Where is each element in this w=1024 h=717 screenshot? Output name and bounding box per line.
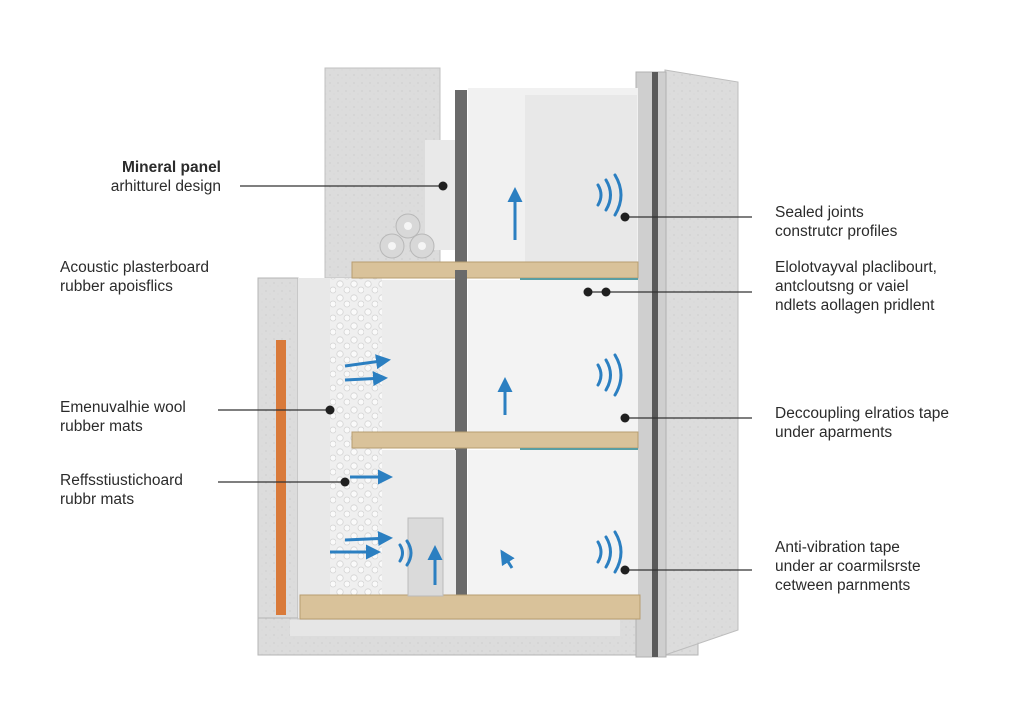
label-decoupling-tape: Deccoupling elratios tape under aparment… [775, 404, 949, 442]
label-line: arhitturel design [110, 178, 221, 195]
label-line: Acoustic plasterboard [60, 259, 210, 276]
label-line: Elolotvayval placlibourt, [775, 259, 937, 276]
right-outer-wall [635, 69, 739, 658]
middle-rooms [382, 270, 638, 610]
label-anti-vibration-tape: Anti-vibration tape under ar coarmilsrst… [775, 538, 921, 595]
mineral-wool-rolls-icon [379, 213, 435, 259]
label-line: Mineral panel [121, 159, 221, 176]
label-line: construtcr profiles [775, 223, 898, 240]
sound-wave-icons [398, 173, 623, 574]
leader-lines [218, 185, 752, 571]
lower-rooms [299, 450, 641, 620]
label-plasterboard-gradient: Elolotvayval placlibourt, antcloutsng or… [775, 258, 937, 315]
label-line: Reffsstiustichoard [60, 472, 183, 489]
sound-flow-arrows [330, 187, 523, 585]
label-reflective-board: Reffsstiustichoard rubbr mats [60, 471, 183, 509]
label-line: Sealed joints [775, 204, 864, 221]
label-mineral-panel: Mineral panel arhitturel design [78, 158, 221, 196]
leader-dots [325, 181, 630, 575]
label-line: Deccoupling elratios tape [775, 405, 950, 422]
label-line: under ar coarmilsrste [775, 558, 921, 575]
label-line: rubbr mats [60, 491, 135, 508]
upper-room [455, 88, 638, 270]
label-line: Anti-vibration tape [775, 539, 900, 556]
label-line: under aparments [775, 424, 893, 441]
label-line: Emenuvalhie wool [60, 399, 186, 416]
label-line: rubber mats [60, 418, 143, 435]
label-acoustic-plasterboard: Acoustic plasterboard rubber apoisflics [60, 258, 209, 296]
base-slab [257, 614, 699, 656]
label-wool-mats: Emenuvalhie wool rubber mats [60, 398, 186, 436]
label-line: ndlets aollagen pridlent [775, 297, 935, 314]
label-line: antcloutsng or vaiel [775, 278, 909, 295]
label-line: cetween parnments [775, 577, 911, 594]
label-sealed-joints: Sealed joints construtcr profiles [775, 203, 897, 241]
label-line: rubber apoisflics [60, 278, 173, 295]
